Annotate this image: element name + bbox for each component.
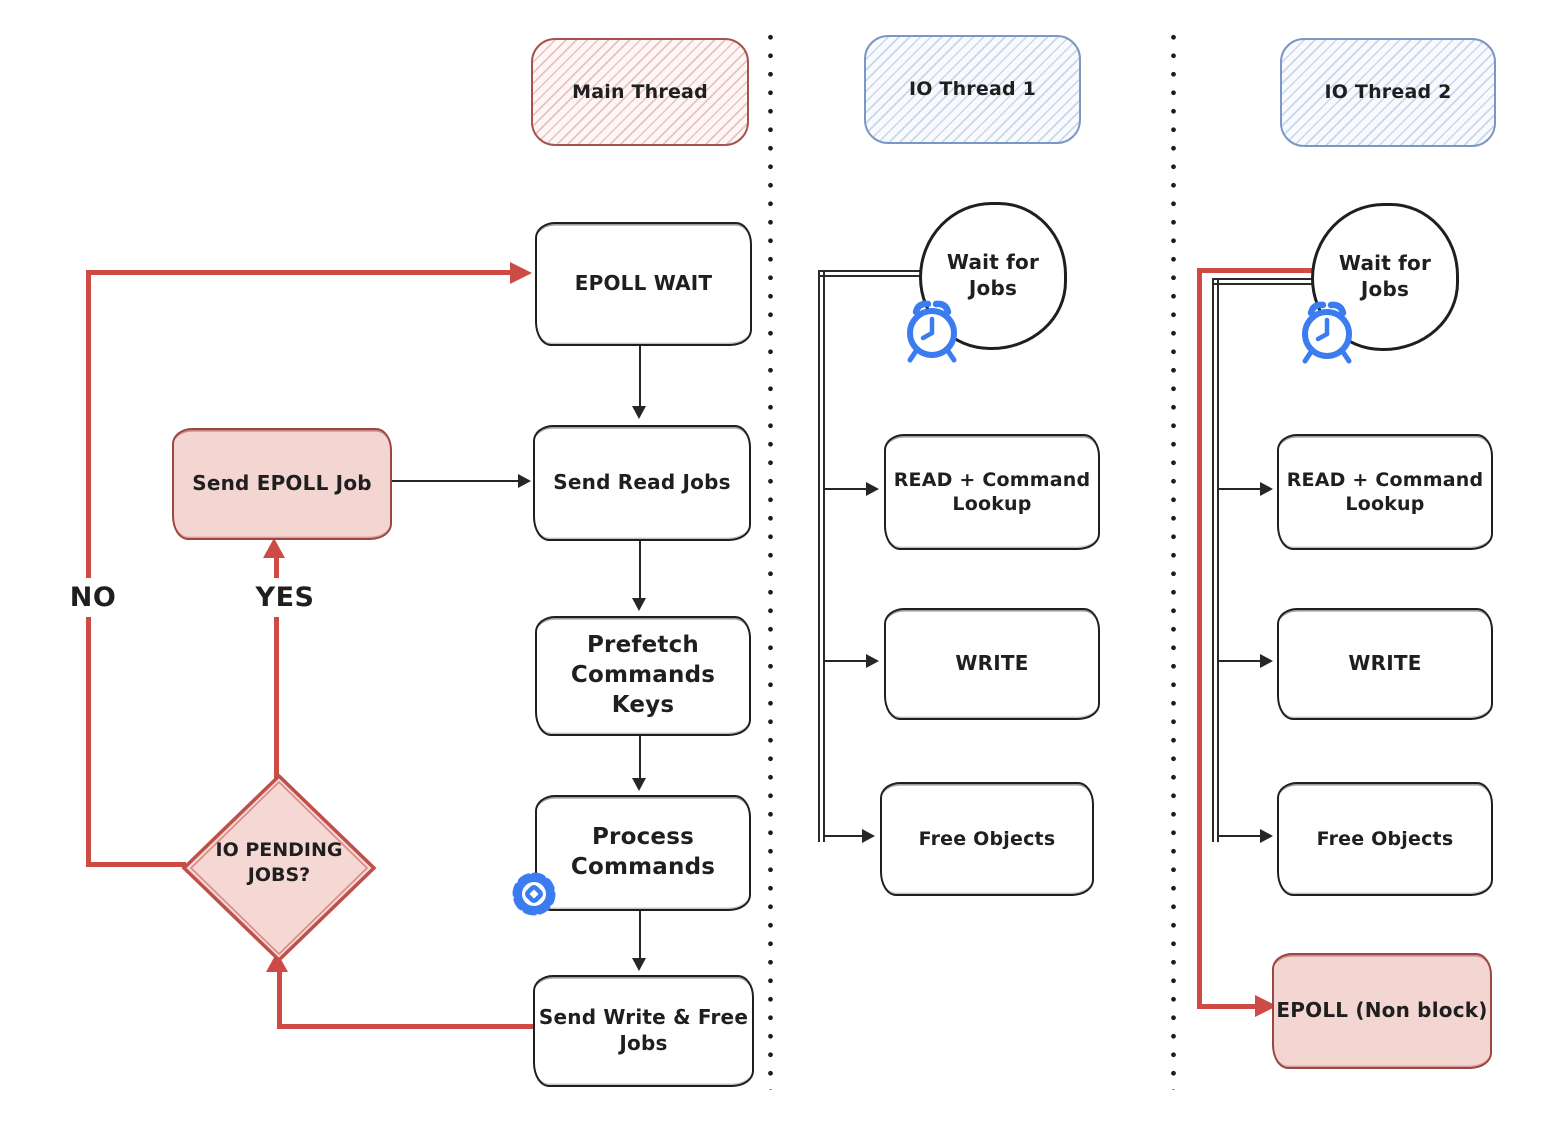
arrowhead-into-epoll-nonblock: [1255, 995, 1277, 1017]
node-prefetch-commands-keys-label: Prefetch Commands Keys: [570, 632, 716, 718]
arrow-sendepoll-to-sendread: [390, 480, 520, 482]
arrowhead-right: [862, 829, 875, 843]
branch-label-yes: YES: [247, 578, 323, 617]
io2-epoll-non-block-label: EPOLL (Non block): [1276, 998, 1488, 1023]
io2-bracket-vertical: [1212, 278, 1219, 842]
node-epoll-wait: EPOLL WAIT: [535, 222, 752, 346]
arrowhead-right: [866, 654, 879, 668]
io1-bracket-vertical: [818, 270, 825, 842]
node-send-write-free-jobs-label: Send Write & Free Jobs: [538, 1005, 749, 1055]
arrowhead-down: [632, 958, 646, 971]
decision-io-pending-jobs-label: IO PENDING JOBS?: [215, 839, 343, 886]
yes-path-segment: [274, 556, 279, 780]
node-send-read-jobs-label: Send Read Jobs: [553, 470, 731, 495]
io1-wait-for-jobs-label: Wait for Jobs: [946, 250, 1040, 300]
io2-epoll-path-segment: [1197, 1004, 1255, 1009]
io1-node-wait-for-jobs: Wait for Jobs: [919, 202, 1067, 350]
io1-write-label: WRITE: [955, 651, 1029, 676]
node-process-commands-label: Process Commands: [570, 824, 716, 880]
io2-branch-read: [1218, 488, 1262, 490]
alarm-clock-icon: [1302, 301, 1352, 364]
arrow-sendread-to-prefetch: [639, 539, 641, 600]
header-io-thread-2-label: IO Thread 2: [1324, 81, 1452, 104]
io1-branch-write: [824, 660, 868, 662]
arrowhead-right: [866, 482, 879, 496]
io1-node-free-objects: Free Objects: [880, 782, 1094, 896]
io1-branch-free: [824, 835, 864, 837]
io2-epoll-path-segment: [1197, 268, 1202, 1009]
arrowhead-right: [1260, 482, 1273, 496]
writefree-to-decision-segment: [277, 1024, 535, 1029]
io2-branch-free: [1218, 835, 1262, 837]
arrowhead-right: [1260, 829, 1273, 843]
node-send-read-jobs: Send Read Jobs: [533, 425, 751, 541]
arrowhead-into-epoll-wait: [510, 262, 532, 284]
writefree-to-decision-segment: [277, 970, 282, 1028]
io2-branch-write: [1218, 660, 1262, 662]
io2-bracket-top: [1212, 278, 1316, 285]
arrowhead-right: [518, 474, 531, 488]
io2-write-label: WRITE: [1348, 651, 1422, 676]
no-path-segment: [86, 270, 91, 867]
header-main-thread-label: Main Thread: [572, 80, 708, 103]
io1-free-objects-label: Free Objects: [918, 827, 1056, 850]
arrowhead-down: [632, 778, 646, 791]
arrow-prefetch-to-process: [639, 732, 641, 780]
node-epoll-wait-label: EPOLL WAIT: [574, 271, 713, 296]
arrow-process-to-writefree: [639, 907, 641, 960]
header-io-thread-2: IO Thread 2: [1280, 38, 1496, 147]
io1-bracket-top: [818, 270, 920, 277]
io2-wait-for-jobs-label: Wait for Jobs: [1338, 251, 1432, 301]
header-io-thread-1-label: IO Thread 1: [908, 78, 1037, 101]
arrowhead-right: [1260, 654, 1273, 668]
io2-node-free-objects: Free Objects: [1277, 782, 1493, 896]
arrowhead-into-send-epoll-job: [263, 538, 285, 558]
io2-read-command-lookup-label: READ + Command Lookup: [1286, 468, 1484, 515]
io2-epoll-path-segment: [1197, 268, 1315, 273]
node-process-commands: Process Commands: [535, 795, 751, 911]
no-path-segment: [86, 862, 186, 867]
column-separator-dotted-line: [1171, 28, 1176, 1090]
no-path-segment: [86, 270, 510, 275]
column-separator-dotted-line: [768, 28, 773, 1090]
io2-node-write: WRITE: [1277, 608, 1493, 720]
node-prefetch-commands-keys: Prefetch Commands Keys: [535, 616, 751, 736]
io1-node-write: WRITE: [884, 608, 1100, 720]
node-send-write-free-jobs: Send Write & Free Jobs: [533, 975, 754, 1087]
decision-diamond-shape: [181, 773, 377, 963]
node-send-epoll-job-label: Send EPOLL Job: [192, 471, 372, 496]
io2-node-read-command-lookup: READ + Command Lookup: [1277, 434, 1493, 550]
arrow-epollwait-to-sendread: [639, 344, 641, 408]
arrowhead-down: [632, 598, 646, 611]
gear-icon: [512, 872, 556, 916]
node-send-epoll-job: Send EPOLL Job: [172, 428, 392, 540]
io2-free-objects-label: Free Objects: [1316, 827, 1454, 850]
branch-label-no: NO: [58, 578, 128, 617]
alarm-clock-icon: [907, 300, 957, 363]
header-main-thread: Main Thread: [531, 38, 749, 146]
io1-branch-read: [824, 488, 868, 490]
io2-node-epoll-non-block: EPOLL (Non block): [1272, 953, 1492, 1069]
io1-node-read-command-lookup: READ + Command Lookup: [884, 434, 1100, 550]
header-io-thread-1: IO Thread 1: [864, 35, 1081, 144]
io1-read-command-lookup-label: READ + Command Lookup: [893, 468, 1091, 515]
arrowhead-down: [632, 406, 646, 419]
